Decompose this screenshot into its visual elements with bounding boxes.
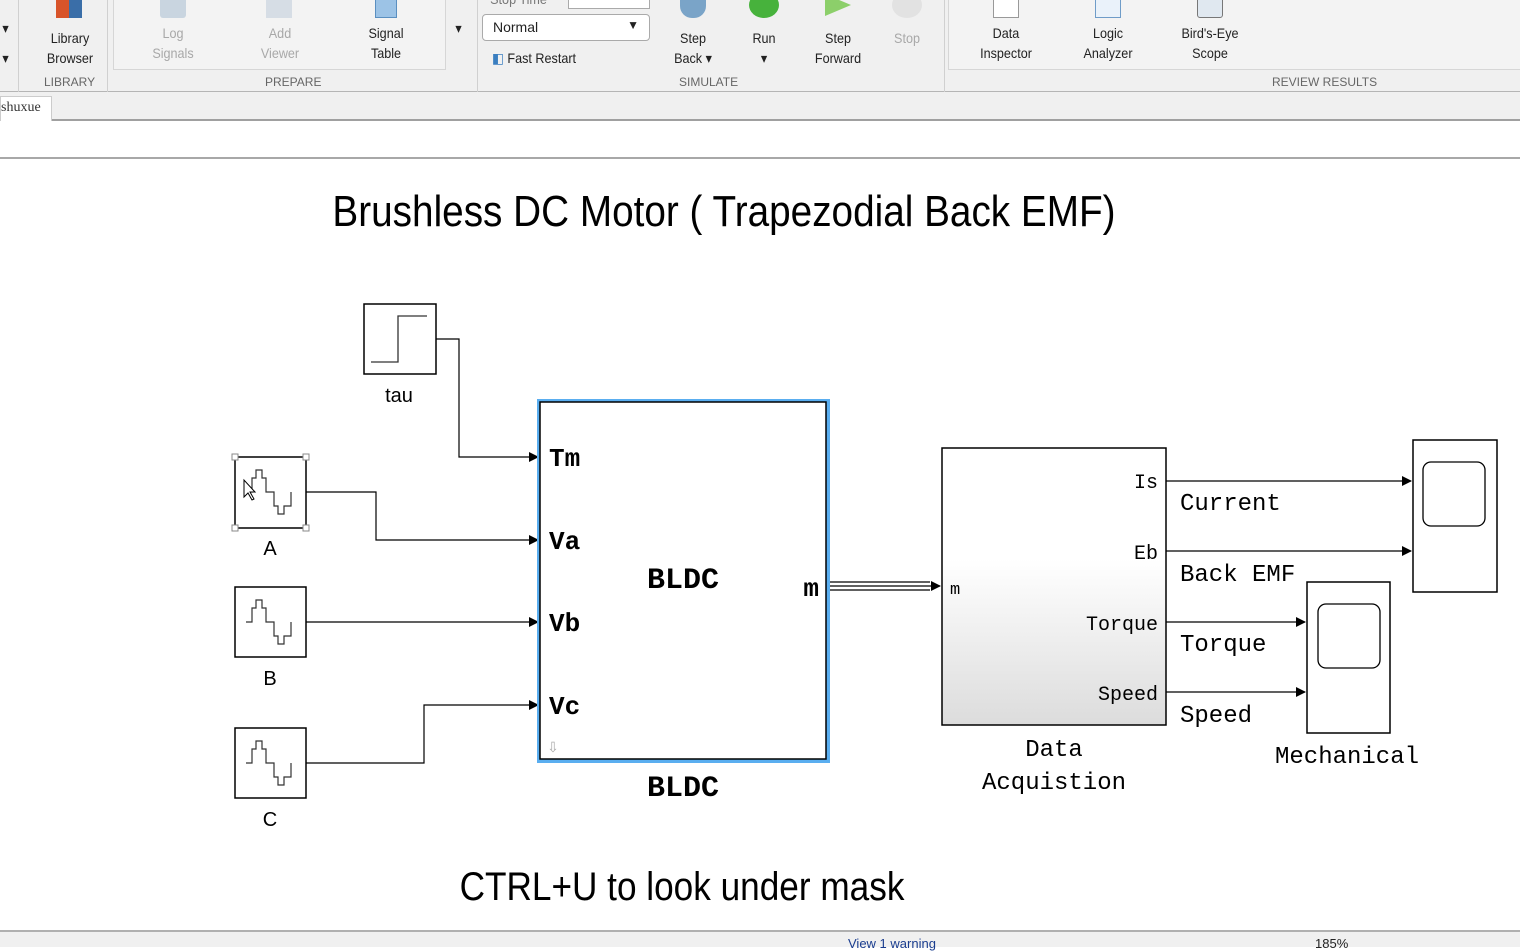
signal-label-speed: Speed [1180, 703, 1252, 730]
port-va: Va [549, 527, 580, 557]
line-a-va[interactable] [306, 491, 539, 545]
handles [231, 453, 310, 532]
block-label-tau: tau [385, 385, 413, 407]
diagram-title: Brushless DC Motor ( Trapezodial Back EM… [332, 186, 1115, 236]
fast-restart-button[interactable]: ◧ Fast Restart [492, 50, 577, 66]
data-acquisition-block[interactable]: m Is Eb Torque Speed Data Acquistion [941, 447, 1167, 797]
block-label-bldc: BLDC [647, 772, 719, 806]
block-label-daq-line2: Acquistion [982, 770, 1126, 797]
step-block-tau[interactable]: tau [363, 303, 437, 407]
model-tab-bar: shuxue [0, 92, 1520, 121]
signal-label-torque: Torque [1180, 632, 1266, 659]
simulation-mode-select[interactable]: Normal▼ [482, 14, 650, 41]
scope-block-electrical[interactable] [1412, 439, 1498, 593]
trapezoid-wave-icon [246, 599, 292, 645]
run-icon [749, 0, 779, 18]
block-label-c: C [263, 809, 277, 831]
block-label-mechanical: Mechanical [1275, 744, 1419, 771]
zoom-level: 185% [1315, 936, 1349, 951]
trapezoid-wave-icon [246, 469, 292, 515]
stop-time-input[interactable] [568, 0, 650, 9]
view-warning-link[interactable]: View 1 warning [848, 936, 936, 951]
step-back-icon [680, 0, 706, 18]
port-torque: Torque [1086, 614, 1158, 637]
birds-eye-scope-icon [1197, 0, 1223, 18]
prepare-gallery-arrow[interactable]: ▾ [455, 20, 462, 36]
line-tau-tm[interactable] [436, 338, 539, 462]
section-prepare: PREPARE [265, 75, 322, 89]
port-m-in: m [950, 581, 960, 600]
run-button[interactable]: Run▾ [752, 30, 776, 66]
section-library: LIBRARY [44, 75, 96, 89]
source-block-a[interactable]: A [231, 453, 310, 560]
scope-screen-icon [1317, 603, 1381, 669]
block-label-a: A [263, 538, 277, 560]
scope-screen-icon [1422, 461, 1486, 527]
library-browser-icon [56, 0, 82, 18]
mouse-cursor-icon [243, 478, 257, 501]
step-forward-icon [825, 0, 851, 16]
signal-label-current: Current [1180, 491, 1281, 518]
port-vc: Vc [549, 692, 580, 722]
line-c-vc[interactable] [306, 700, 539, 764]
port-speed: Speed [1098, 684, 1158, 707]
bldc-center-label: BLDC [647, 564, 719, 598]
signal-label-back-emf: Back EMF [1180, 562, 1295, 589]
step-icon [371, 315, 427, 363]
block-label-b: B [263, 668, 276, 690]
stop-button[interactable]: Stop [894, 30, 920, 46]
stop-time-label: Stop Time [490, 0, 547, 9]
stop-icon [892, 0, 922, 18]
selection-outline [537, 399, 830, 763]
block-label-daq-line1: Data [1025, 737, 1083, 764]
bldc-block[interactable]: Tm Va Vb Vc BLDC m BLDC ⇩ [537, 399, 830, 806]
signal-lines [306, 338, 1412, 764]
tab-shuxue[interactable]: shuxue [0, 96, 52, 121]
status-bar: View 1 warning 185% [0, 930, 1520, 951]
source-block-c[interactable]: C [234, 727, 307, 831]
dropdown-arrow[interactable]: ▾ [2, 50, 9, 66]
trapezoid-wave-icon [246, 740, 292, 786]
data-inspector-icon [993, 0, 1019, 18]
port-eb: Eb [1134, 543, 1158, 566]
port-vb: Vb [549, 609, 580, 639]
diagram-footer-annotation: CTRL+U to look under mask [460, 864, 905, 909]
port-is: Is [1134, 472, 1158, 495]
signal-table-icon [375, 0, 397, 18]
chevron-down-icon: ▼ [627, 18, 639, 32]
mask-arrow-icon: ⇩ [547, 739, 559, 755]
log-signals-icon [160, 0, 186, 18]
scope-block-mechanical[interactable]: Mechanical [1275, 581, 1419, 771]
section-review-results: REVIEW RESULTS [1272, 75, 1378, 89]
explorer-bar [0, 121, 1520, 159]
add-viewer-icon [266, 0, 292, 18]
dropdown-arrow[interactable]: ▾ [2, 20, 9, 36]
logic-analyzer-icon [1095, 0, 1121, 18]
port-m: m [803, 574, 819, 604]
section-simulate: SIMULATE [679, 75, 739, 89]
fast-restart-icon: ◧ [492, 50, 504, 66]
model-canvas[interactable]: Brushless DC Motor ( Trapezodial Back EM… [0, 160, 1520, 930]
source-block-b[interactable]: B [234, 586, 307, 690]
port-tm: Tm [549, 444, 580, 474]
